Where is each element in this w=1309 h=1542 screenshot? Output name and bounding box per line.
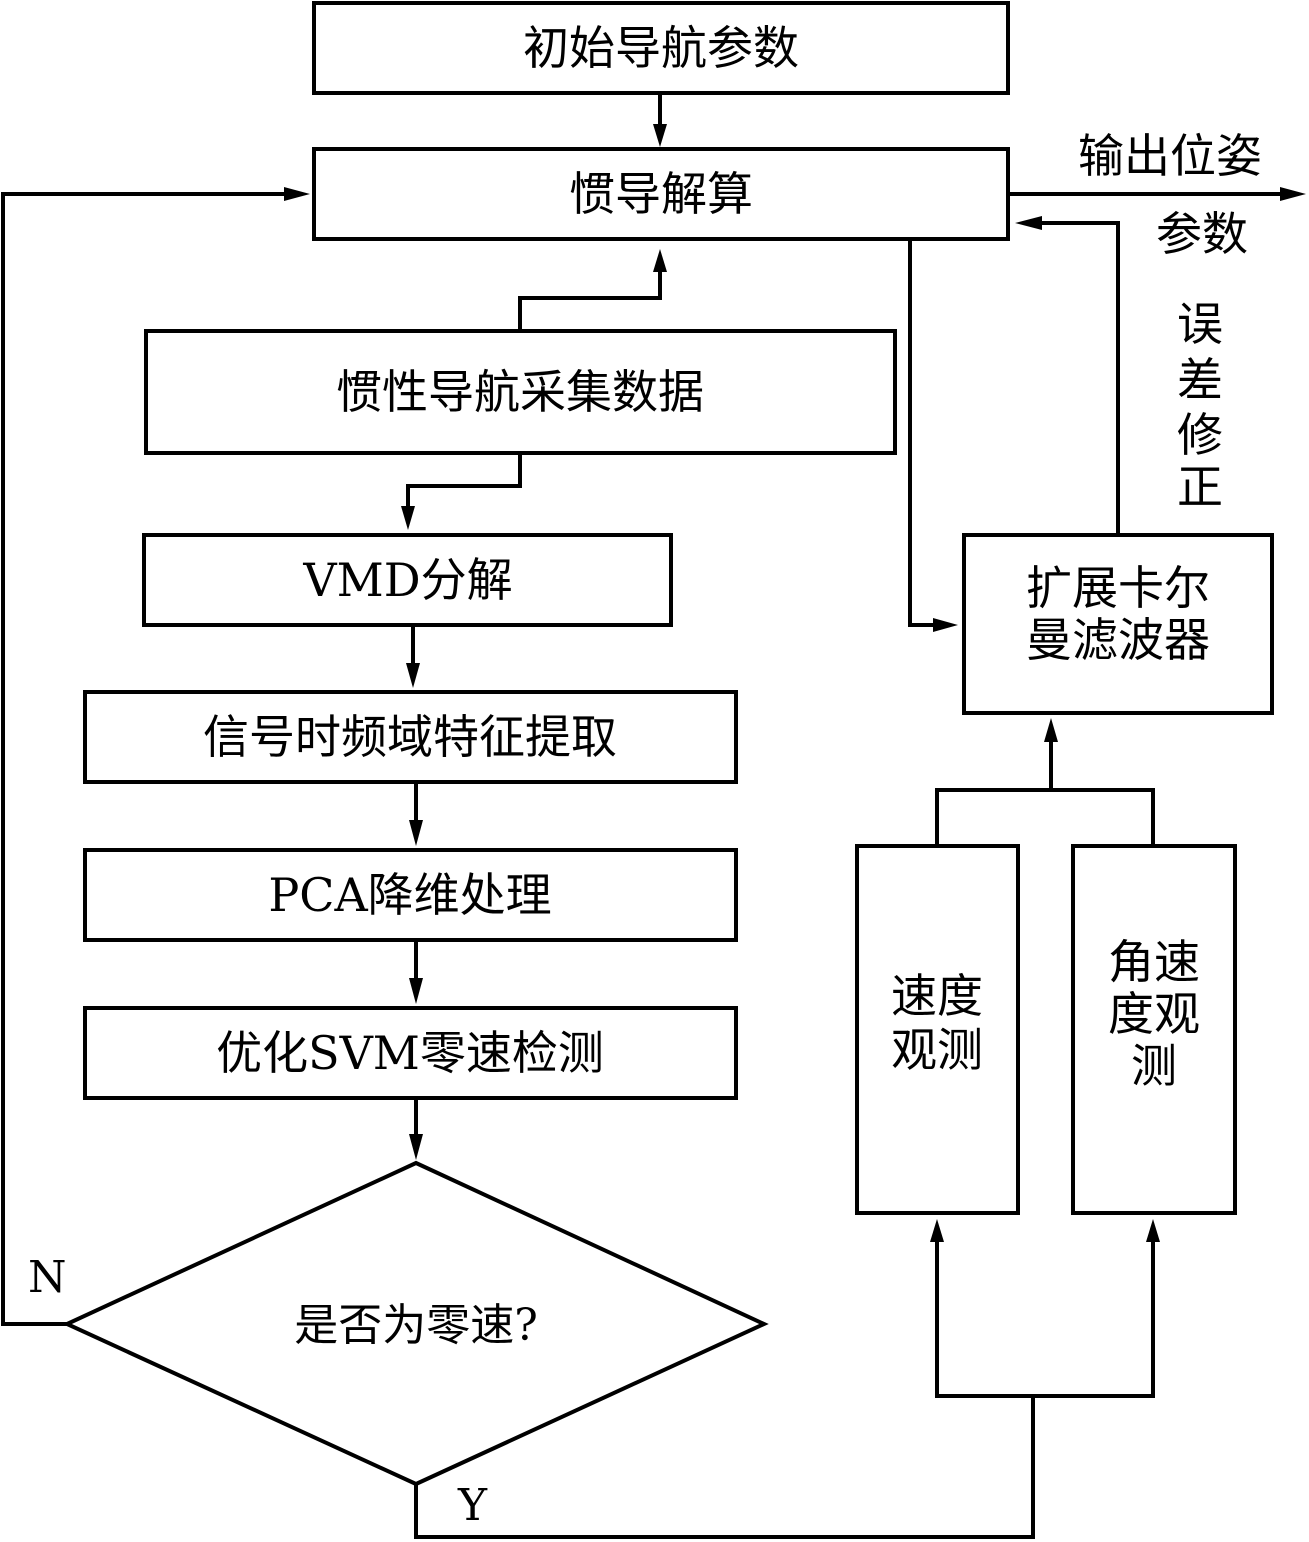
node-init-params-label: 初始导航参数 bbox=[523, 21, 799, 75]
node-vmd: VMD分解 bbox=[142, 533, 673, 627]
label-error-correction: 误 差 修 正 bbox=[1177, 297, 1223, 514]
node-ins-collect: 惯性导航采集数据 bbox=[144, 329, 897, 455]
node-ekf-label-line2: 曼滤波器 bbox=[1026, 613, 1210, 667]
node-ins-solve-label: 惯导解算 bbox=[569, 167, 753, 221]
svg-text:误: 误 bbox=[1177, 297, 1223, 351]
node-ekf: 扩展卡尔 曼滤波器 bbox=[962, 533, 1274, 715]
label-output-line2: 参数 bbox=[1156, 207, 1248, 261]
edge-collect-to-ins-solve bbox=[518, 249, 667, 331]
node-decision-label: 是否为零速? bbox=[294, 1300, 538, 1351]
node-angular-velocity-observation-line3: 测 bbox=[1131, 1039, 1177, 1093]
edge-ins-solve-to-output bbox=[1008, 187, 1306, 201]
node-init-params: 初始导航参数 bbox=[312, 1, 1010, 95]
node-ins-solve: 惯导解算 bbox=[312, 147, 1010, 241]
node-svm: 优化SVM零速检测 bbox=[83, 1006, 738, 1100]
edge-vmd-to-feature bbox=[406, 625, 420, 688]
node-velocity-observation: 速度 观测 bbox=[855, 844, 1020, 1215]
label-yes: Y bbox=[457, 1480, 488, 1531]
node-ekf-label-line1: 扩展卡尔 bbox=[1026, 561, 1210, 615]
edge-decision-no-to-ins-solve bbox=[1, 187, 310, 1326]
node-pca: PCA降维处理 bbox=[83, 848, 738, 942]
node-angular-velocity-observation-line1: 角速 bbox=[1108, 935, 1200, 989]
edge-svm-to-decision bbox=[409, 1098, 423, 1160]
edge-pca-to-svm bbox=[409, 940, 423, 1004]
edge-init-to-ins-solve bbox=[653, 93, 667, 147]
node-ins-collect-label: 惯性导航采集数据 bbox=[336, 365, 704, 419]
node-vmd-label: VMD分解 bbox=[302, 553, 512, 607]
svg-text:修: 修 bbox=[1177, 408, 1223, 462]
node-feature-label: 信号时频域特征提取 bbox=[203, 710, 617, 764]
svg-text:差: 差 bbox=[1177, 353, 1223, 407]
edge-decision-yes-to-observations bbox=[414, 1219, 1160, 1539]
node-feature: 信号时频域特征提取 bbox=[83, 690, 738, 784]
node-decision: 是否为零速? bbox=[62, 1160, 769, 1487]
edge-observations-to-ekf bbox=[935, 718, 1155, 846]
node-velocity-observation-line1: 速度 bbox=[891, 969, 983, 1023]
label-output-line1: 输出位姿 bbox=[1078, 129, 1262, 183]
node-pca-label: PCA降维处理 bbox=[268, 868, 551, 922]
label-no: N bbox=[28, 1252, 67, 1303]
node-svm-label: 优化SVM零速检测 bbox=[216, 1026, 604, 1080]
edge-ins-solve-to-ekf bbox=[908, 239, 958, 632]
edge-collect-to-vmd bbox=[401, 453, 522, 530]
node-velocity-observation-line2: 观测 bbox=[891, 1023, 983, 1077]
node-angular-velocity-observation-line2: 度观 bbox=[1108, 987, 1200, 1041]
svg-text:正: 正 bbox=[1177, 460, 1223, 514]
edge-ekf-to-ins-solve bbox=[1015, 216, 1120, 535]
edge-feature-to-pca bbox=[409, 782, 423, 846]
node-angular-velocity-observation: 角速 度观 测 bbox=[1071, 844, 1237, 1215]
